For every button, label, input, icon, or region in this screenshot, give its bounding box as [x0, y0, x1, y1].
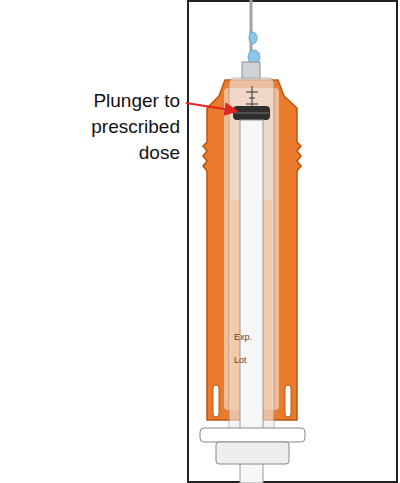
droplet	[249, 32, 257, 44]
housing-slot	[285, 385, 291, 417]
barrel-print: Exp.	[234, 332, 252, 343]
housing-slot	[213, 385, 219, 417]
flange-base	[216, 442, 289, 464]
stopper-rib	[234, 113, 269, 114]
barrel-print: Lot	[234, 355, 247, 366]
leader-arrow	[186, 103, 237, 111]
finger-flange	[200, 428, 305, 442]
callout-label: Plunger to prescribed dose	[66, 88, 180, 166]
plunger-stopper	[233, 106, 270, 120]
frame	[188, 1, 397, 482]
